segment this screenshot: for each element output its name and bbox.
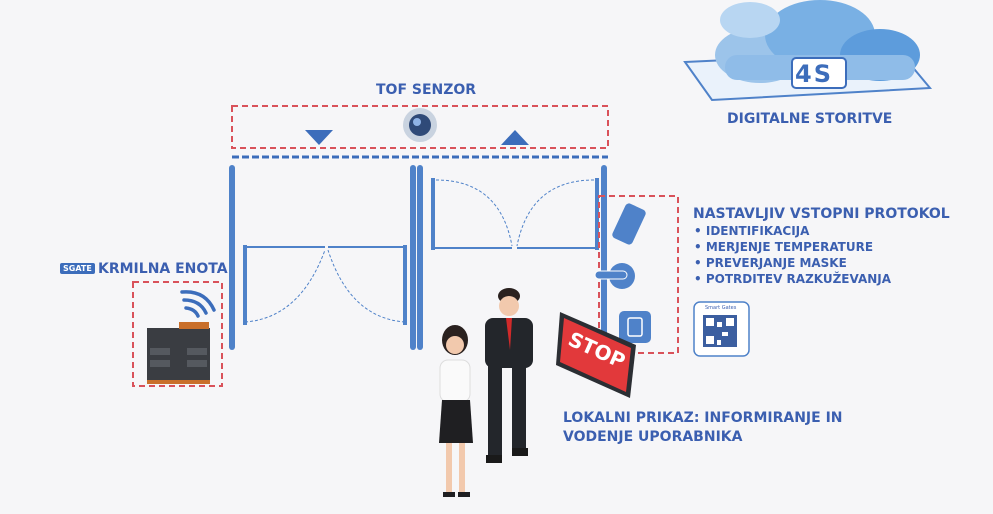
protocol-item: • MERJENJE TEMPERATURE	[694, 240, 874, 254]
wifi-icon	[180, 290, 216, 318]
protocol-item: • POTRDITEV RAZKUŽEVANJA	[694, 272, 892, 286]
tof-sensor-icon	[403, 108, 437, 142]
cloud-label: DIGITALNE STORITVE	[727, 111, 893, 127]
right-gate	[417, 165, 607, 350]
cloud-logo: 4S	[795, 60, 833, 88]
door-handle-icon	[594, 263, 635, 289]
control-unit-device	[147, 322, 210, 384]
protocol-item: • PREVERJANJE MASKE	[694, 256, 847, 270]
arrow-up-icon	[501, 130, 529, 145]
qr-caption: Smart Gates	[705, 305, 737, 311]
control-unit-box	[132, 281, 223, 387]
control-unit-label: KRMILNA ENOTA	[98, 261, 228, 277]
tof-label: TOF SENZOR	[376, 82, 477, 98]
protocol-item: • IDENTIFIKACIJA	[694, 224, 810, 238]
cloud-icon	[683, 0, 933, 102]
woman-figure	[439, 325, 473, 497]
camera-icon	[612, 203, 646, 245]
card-reader-icon	[619, 311, 651, 343]
display-label-line2: VODENJE UPORABNIKA	[563, 429, 743, 445]
sgate-logo: SGATE	[60, 263, 95, 274]
display-label-line1: LOKALNI PRIKAZ: INFORMIRANJE IN	[563, 410, 843, 426]
arrow-down-icon	[305, 130, 333, 145]
stop-display	[556, 312, 636, 398]
qr-code-icon	[693, 301, 750, 357]
man-figure	[485, 288, 533, 463]
protocol-title: NASTAVLJIV VSTOPNI PROTOKOL	[693, 206, 950, 222]
tof-zone-box	[231, 105, 609, 149]
left-gate	[229, 165, 416, 350]
protocol-list: • IDENTIFIKACIJA • MERJENJE TEMPERATURE …	[694, 223, 891, 287]
